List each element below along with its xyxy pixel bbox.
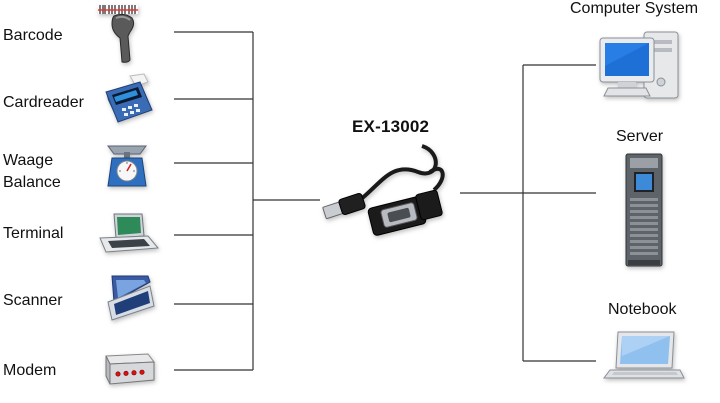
- label-computer-system: Computer System: [570, 0, 699, 17]
- label-scale-line2: Balance: [3, 174, 61, 191]
- label-scanner: Scanner: [3, 292, 63, 309]
- card-reader-icon: [105, 73, 153, 126]
- server-rack-icon: [625, 153, 663, 267]
- label-scale-line1: Waage: [3, 152, 54, 169]
- label-scale: Waage Balance: [3, 150, 61, 194]
- modem-icon: [105, 353, 155, 385]
- terminal-icon: [99, 213, 160, 253]
- label-cardreader: Cardreader: [3, 94, 84, 111]
- notebook-icon: [603, 331, 685, 379]
- desktop-computer-icon: [599, 31, 679, 99]
- label-barcode: Barcode: [3, 27, 63, 44]
- barcode-scanner-icon: [98, 5, 138, 63]
- flatbed-scanner-icon: [107, 275, 155, 321]
- usb-serial-adapter-icon: [322, 144, 445, 236]
- label-notebook: Notebook: [608, 301, 677, 318]
- label-server: Server: [616, 128, 664, 145]
- label-modem: Modem: [3, 362, 57, 379]
- scale-icon: [107, 145, 147, 187]
- label-terminal: Terminal: [3, 225, 64, 242]
- hub-label: EX-13002: [352, 117, 430, 136]
